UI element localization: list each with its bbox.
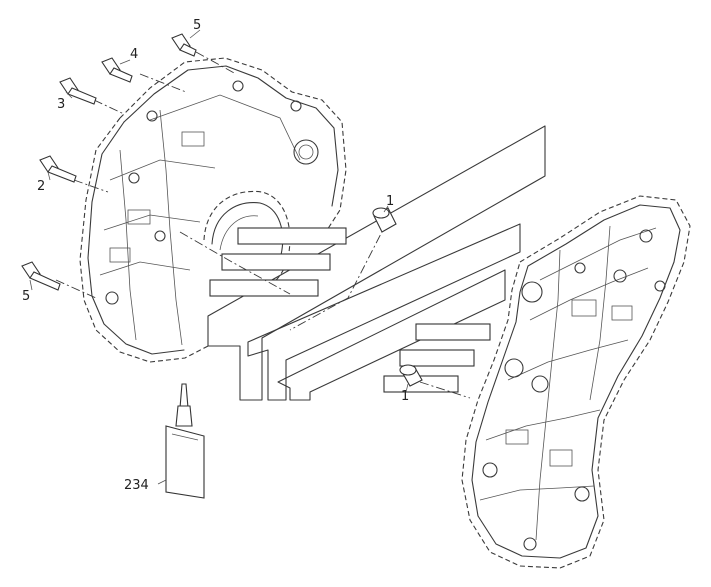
dowel-pin-lower [399, 364, 423, 387]
bolt-2 [39, 155, 77, 183]
callout-bolt-side: 2 [37, 179, 45, 194]
callout-bolt-upper: 4 [130, 47, 138, 62]
sealant-tube-234 [165, 383, 205, 499]
leader-lines [29, 29, 409, 485]
callout-bolt-lower: 5 [22, 289, 30, 304]
sealant-bead-outline [207, 125, 546, 401]
callout-sealant-tube: 234 [124, 478, 149, 493]
callout-dowel-lower: 1 [401, 389, 409, 404]
callout-bolt-top: 5 [193, 18, 201, 33]
callout-bolt-mid: 3 [57, 97, 65, 112]
bolt-4 [101, 57, 133, 83]
bolt-3 [59, 77, 97, 105]
assembly-center-lines [55, 51, 471, 399]
bolt-5-top [171, 33, 197, 57]
timing-case [461, 195, 691, 569]
callout-dowel-upper: 1 [386, 194, 394, 209]
bolt-5-lower [21, 261, 61, 291]
